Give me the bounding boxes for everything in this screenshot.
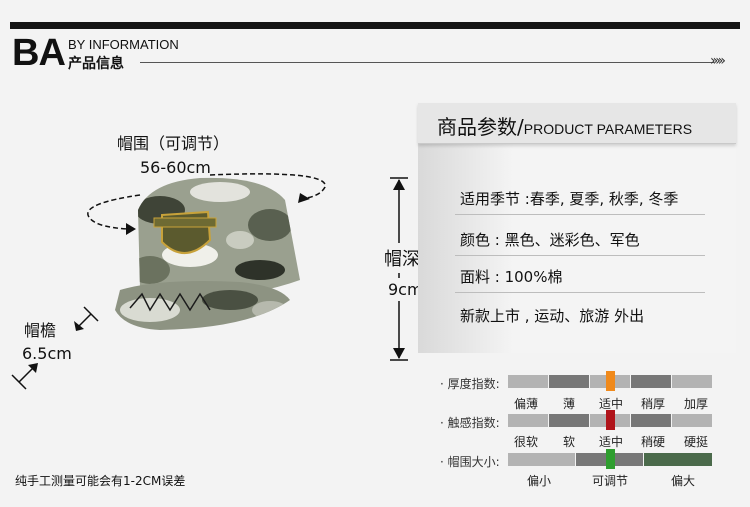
scale-tick: 稍厚 [641, 397, 666, 411]
scale-size-label: · 帽围大小: [440, 455, 500, 469]
params-title-en: PRODUCT PARAMETERS [523, 121, 693, 137]
scale-feel-bar [508, 410, 712, 430]
header-divider [140, 62, 714, 63]
scale-segment [672, 375, 712, 388]
scale-feel-label: · 触感指数: [440, 416, 500, 430]
param-row-season: 适用季节 :春季, 夏季, 秋季, 冬季 [460, 190, 679, 208]
circumference-value: 56-60cm [140, 158, 211, 177]
param-row-fabric: 面料 : 100%棉 [460, 268, 563, 286]
scale-tick: 适中 [599, 397, 624, 411]
scale-tick: 偏薄 [514, 397, 539, 411]
scale-thickness-label: · 厚度指数: [440, 377, 500, 391]
scale-tick: 很软 [514, 435, 539, 449]
scale-tick: 偏大 [671, 474, 696, 488]
header-subtitle-cn: 产品信息 [68, 56, 124, 72]
scale-tick: 软 [563, 435, 576, 449]
scale-tick: 加厚 [684, 397, 709, 411]
chevron-arrows-icon: ››››› [710, 53, 726, 69]
scale-segment [672, 414, 712, 427]
camo-cap-image [115, 177, 300, 330]
param-row-new: 新款上市 , 运动、旅游 外出 [460, 307, 645, 325]
scale-tick: 硬挺 [684, 435, 709, 449]
brim-label: 帽檐 [24, 321, 57, 340]
param-divider [455, 214, 705, 215]
scale-thickness-bar [508, 371, 712, 391]
depth-value: 9cm [388, 278, 423, 301]
params-title: 商品参数/PRODUCT PARAMETERS [437, 111, 692, 140]
param-row-color: 颜色 : 黑色、迷彩色、军色 [460, 231, 640, 249]
scale-tick: 适中 [599, 435, 624, 449]
scale-segment [508, 414, 548, 427]
scale-thickness-marker [606, 371, 615, 391]
scale-segment [549, 375, 589, 388]
brim-arrow-icon [11, 306, 99, 390]
depth-label: 帽深 [384, 243, 420, 273]
measurement-note: 纯手工测量可能会有1-2CM误差 [15, 474, 186, 488]
header-top-bar [10, 22, 740, 29]
scale-size-marker [606, 449, 615, 469]
scale-segment [631, 414, 671, 427]
brand-logo: BA [12, 32, 66, 74]
circumference-label: 帽围（可调节） [117, 134, 230, 153]
param-divider [455, 255, 705, 256]
scale-segment [549, 414, 589, 427]
header-subtitle-en: BY INFORMATION [68, 37, 179, 52]
scale-size-bar [508, 449, 712, 469]
param-divider [455, 292, 705, 293]
params-panel [418, 105, 736, 353]
scale-segment [508, 375, 548, 388]
scale-segment [631, 375, 671, 388]
brim-value: 6.5cm [22, 344, 72, 363]
scale-tick: 偏小 [527, 474, 552, 488]
scale-segment [508, 453, 575, 466]
scale-tick: 可调节 [592, 474, 629, 488]
circumference-arrow-icon [87, 173, 326, 235]
scale-tick: 稍硬 [641, 435, 666, 449]
params-panel-header [418, 103, 736, 144]
params-title-cn: 商品参数/ [437, 115, 524, 139]
scale-segment [644, 453, 712, 466]
scale-feel-marker [606, 410, 615, 430]
scale-tick: 薄 [563, 397, 576, 411]
